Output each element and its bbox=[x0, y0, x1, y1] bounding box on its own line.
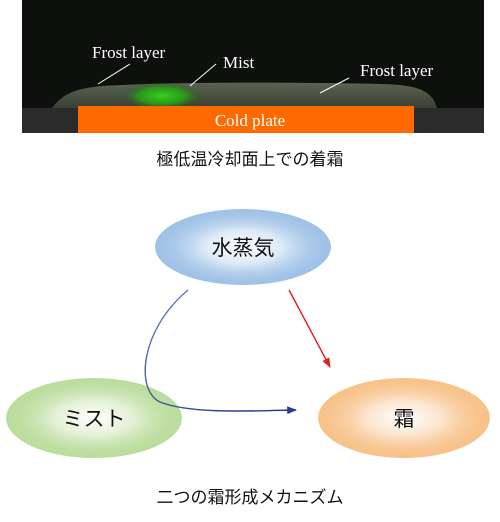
base-left bbox=[22, 108, 78, 133]
frost-ellipse bbox=[318, 378, 490, 458]
mist-label: Mist bbox=[223, 53, 254, 72]
arrow-vapor-to-frost bbox=[288, 289, 331, 368]
frost-node-label: 霜 bbox=[394, 407, 415, 431]
mist-glow bbox=[122, 82, 202, 110]
mist-node-label: ミスト bbox=[63, 407, 126, 431]
frost-layer-label-left: Frost layer bbox=[92, 43, 166, 62]
vapor-ellipse bbox=[155, 209, 331, 285]
mist-ellipse bbox=[6, 378, 182, 458]
frost-layer-shape bbox=[52, 82, 437, 108]
base-right bbox=[414, 108, 484, 133]
vapor-label: 水蒸気 bbox=[212, 236, 275, 260]
cold-plate-label: Cold plate bbox=[215, 111, 285, 130]
node-water-vapor: 水蒸気 bbox=[155, 209, 331, 285]
photo-caption: 極低温冷却面上での着霜 bbox=[156, 150, 344, 170]
frost-layer-label-right: Frost layer bbox=[360, 61, 434, 80]
frost-right-pointer bbox=[319, 77, 350, 94]
frost-left-pointer bbox=[97, 63, 131, 85]
node-mist: ミスト bbox=[6, 378, 182, 458]
mist-pointer bbox=[189, 63, 217, 87]
cold-plate-bar bbox=[78, 106, 414, 133]
arrow-vapor-via-mist-to-frost bbox=[144, 289, 297, 415]
frost-experiment-photo: Cold plate Frost layer Mist Frost layer bbox=[22, 0, 484, 133]
diagram-caption: 二つの霜形成メカニズム bbox=[156, 488, 344, 508]
node-frost: 霜 bbox=[318, 378, 490, 458]
frost-mechanism-diagram: 水蒸気 ミスト 霜 bbox=[6, 209, 490, 458]
